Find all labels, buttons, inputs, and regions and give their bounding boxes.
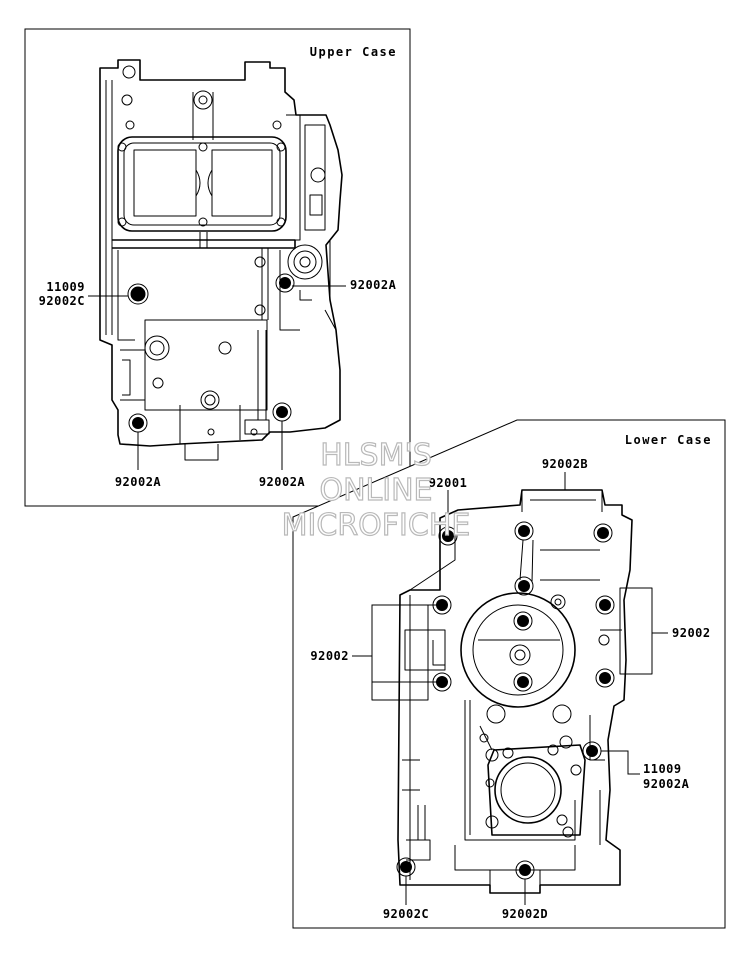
upper-hole-92002a-bottom-right — [276, 406, 288, 418]
label-lower-92001: 92001 — [429, 476, 468, 490]
lower-hole-top-right — [597, 527, 609, 539]
upper-hole-92002c — [130, 286, 146, 302]
lower-hole-92002b-b — [518, 580, 530, 592]
upper-hole-92002a-bottom-left — [132, 417, 144, 429]
lower-hole-92002a — [586, 745, 598, 757]
label-lower-92002c: 92002C — [383, 907, 429, 921]
label-lower-92002b: 92002B — [542, 457, 588, 471]
lower-case-frame — [292, 419, 726, 929]
label-upper-92002c: 92002C — [39, 294, 85, 308]
lower-case-panel: Lower Case — [292, 419, 726, 929]
lower-hole-center-b — [517, 676, 529, 688]
lower-hole-92002-left-a — [436, 599, 448, 611]
lower-hole-92002-right-a — [599, 599, 611, 611]
watermark-line-1: HLSM'S — [320, 438, 432, 473]
label-lower-11009: 11009 — [643, 762, 682, 776]
lower-hole-center-a — [517, 615, 529, 627]
upper-hole-92002a-right — [279, 277, 291, 289]
lower-hole-92001 — [442, 530, 454, 542]
label-lower-92002a: 92002A — [643, 777, 690, 791]
lower-hole-92002b-a — [518, 525, 530, 537]
watermark-line-3: MICROFICHE — [282, 508, 471, 543]
watermark-line-2: ONLINE — [319, 473, 432, 508]
label-upper-92002a-bottom-right: 92002A — [259, 475, 306, 489]
label-upper-11009: 11009 — [46, 280, 85, 294]
upper-case-drawing — [99, 59, 343, 461]
upper-case-panel: Upper Case — [24, 28, 411, 507]
watermark: HLSM'S ONLINE MICROFICHE — [281, 437, 471, 543]
upper-case-frame — [24, 28, 411, 507]
label-lower-92002-right: 92002 — [672, 626, 711, 640]
label-lower-92002d: 92002D — [502, 907, 548, 921]
lower-case-drawing — [371, 489, 653, 894]
label-upper-92002a-bottom-left: 92002A — [115, 475, 162, 489]
label-lower-92002-left: 92002 — [310, 649, 349, 663]
lower-hole-92002c — [400, 861, 412, 873]
label-upper-92002a-right: 92002A — [350, 278, 397, 292]
lower-hole-92002-right-b — [599, 672, 611, 684]
lower-case-title: Lower Case — [625, 433, 712, 447]
lower-hole-92002-left-b — [436, 676, 448, 688]
upper-case-title: Upper Case — [310, 45, 397, 59]
lower-hole-92002d — [519, 864, 531, 876]
